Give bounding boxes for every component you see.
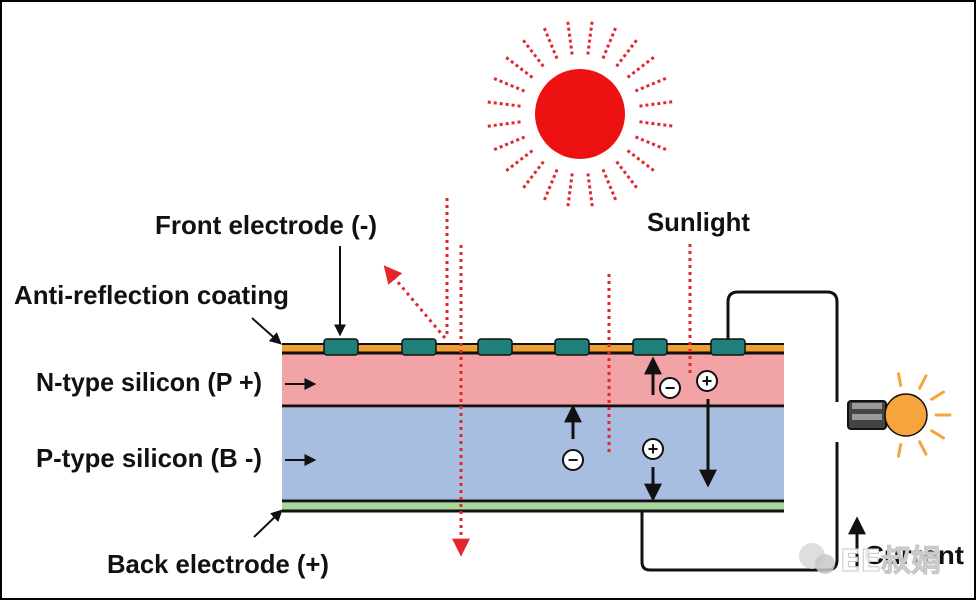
hole-p-region: +: [642, 438, 664, 460]
svg-text:−: −: [568, 450, 579, 470]
svg-text:−: −: [665, 378, 676, 398]
bulb-ray: [897, 372, 903, 387]
sun-ray: [521, 160, 545, 191]
solar-cell-layers: [282, 343, 784, 513]
anti-reflection-coating-layer: [282, 344, 784, 352]
sun-ray: [491, 135, 526, 152]
sun-ray: [601, 25, 618, 60]
sun-ray: [491, 76, 526, 93]
sun-ray: [485, 100, 521, 108]
bulb-glass: [884, 393, 928, 437]
electron-p-region: −: [562, 449, 584, 471]
bulb-rays: [897, 372, 952, 458]
anti-reflection-label: Anti-reflection coating: [14, 280, 289, 310]
watermark-text: EE叔娟: [840, 544, 941, 579]
bulb-ray: [918, 374, 928, 390]
sun-ray: [626, 54, 657, 79]
electrode-pad: [554, 338, 590, 356]
sun-ray: [615, 160, 640, 191]
anti-reflection-pointer: [251, 317, 282, 345]
light-bulb: [847, 393, 928, 437]
external-circuit-wire: [640, 290, 839, 572]
front-electrode-pads: [323, 338, 746, 356]
label-pointers: [251, 246, 346, 538]
sun-ray: [586, 19, 594, 55]
sun-ray: [586, 173, 594, 209]
electrode-pad: [477, 338, 513, 356]
sun-ray: [542, 168, 559, 203]
sun: [535, 69, 625, 159]
sun-ray: [626, 149, 657, 173]
sun-ray: [634, 76, 669, 93]
svg-text:+: +: [648, 439, 659, 459]
sun-ray: [503, 55, 534, 79]
sun-ray: [566, 173, 574, 209]
bulb-ray: [930, 429, 945, 440]
sun-ray: [520, 37, 545, 68]
electrode-pad: [632, 338, 668, 356]
svg-text:+: +: [702, 371, 713, 391]
hole-n-region: +: [696, 370, 718, 392]
current-label: Current: [864, 540, 964, 570]
charge-carriers: − + − +: [562, 370, 718, 471]
bulb-ray: [897, 443, 903, 458]
sun-ray: [639, 100, 675, 108]
electrode-pad: [710, 338, 746, 356]
sun-ray: [615, 37, 639, 68]
bulb-ray: [918, 440, 928, 456]
sun-ray: [542, 25, 559, 60]
carrier-arrows: [564, 356, 717, 502]
sun-ray: [485, 120, 521, 128]
back-electrode-pointer: [253, 509, 283, 538]
bulb-ray: [930, 390, 945, 401]
sunlight-label: Sunlight: [647, 207, 750, 237]
reflected-ray: [383, 265, 447, 339]
electron-n-region: −: [659, 377, 681, 399]
sun-ray: [503, 149, 534, 174]
back-electrode-label: Back electrode (+): [107, 549, 329, 579]
sun-ray: [601, 168, 618, 203]
sun-ray: [639, 120, 675, 128]
sun-ray: [566, 19, 574, 55]
electrode-pad: [401, 338, 437, 356]
front-electrode-label: Front electrode (-): [155, 210, 377, 240]
electrode-pad: [323, 338, 359, 356]
sun-ray: [634, 135, 669, 152]
watermark: EE叔娟: [799, 543, 942, 580]
light-paths: [383, 198, 692, 557]
n-type-label: N-type silicon (P +): [36, 367, 262, 397]
back-electrode-layer: [282, 503, 784, 510]
p-type-label: P-type silicon (B -): [36, 443, 262, 473]
